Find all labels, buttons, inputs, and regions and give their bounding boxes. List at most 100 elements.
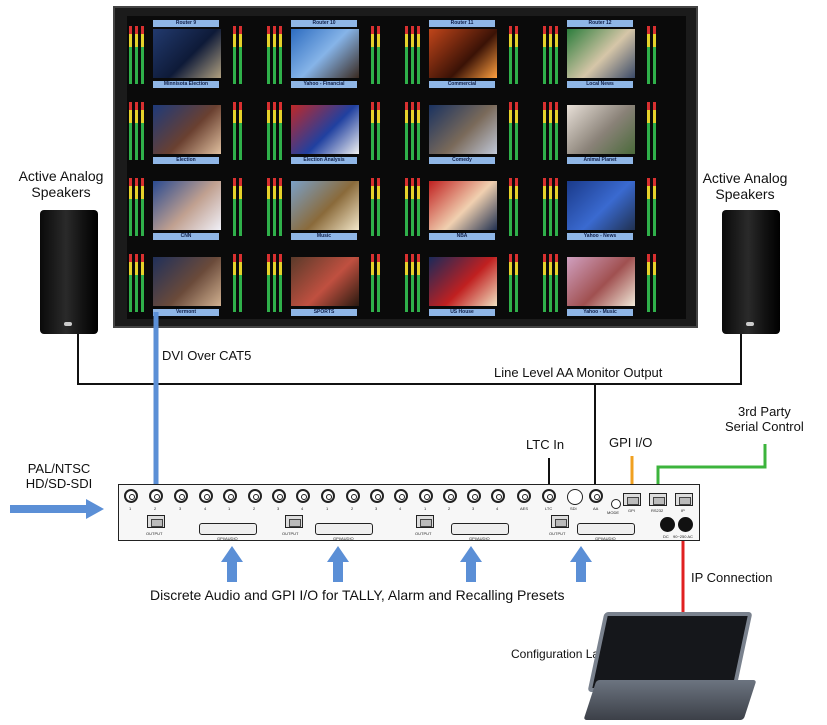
ltc-connector	[542, 489, 556, 503]
ltc-in-label: LTC In	[526, 437, 565, 452]
bnc-input-number: 3	[179, 506, 182, 511]
gpi-io-label: GPI I/O	[609, 435, 653, 450]
video-thumbnail	[567, 29, 635, 78]
tile-bottom-label: Comedy	[429, 157, 495, 164]
sdi-connector	[567, 489, 583, 505]
audio-meter	[653, 254, 656, 312]
audio-meter	[647, 254, 650, 312]
left-speaker-label-line1: Active Analog	[18, 168, 104, 184]
bnc-input-number: 2	[253, 506, 256, 511]
audio-meter	[377, 254, 380, 312]
audio-meter	[141, 254, 144, 312]
video-tile: Vermont	[127, 248, 263, 322]
audio-meter	[267, 26, 270, 84]
bnc-input-number: 2	[154, 506, 157, 511]
video-tile: Music	[265, 172, 401, 246]
gpi-audio-connector-3	[451, 523, 509, 535]
bnc-input-connector	[394, 489, 408, 503]
tile-bottom-label: Yahoo - News	[567, 233, 633, 240]
bnc-input-connector	[443, 489, 457, 503]
bnc-input-number: 1	[424, 506, 427, 511]
router-rear-panel: OUTPUT GPI/AUDIO OUTPUT GPI/AUDIO OUTPUT…	[118, 484, 700, 541]
audio-meter	[371, 102, 374, 160]
audio-meter	[141, 26, 144, 84]
gpi-audio-label-1: GPI/AUDIO	[217, 536, 238, 541]
audio-meter	[509, 26, 512, 84]
video-tile: US House	[403, 248, 539, 322]
bnc-input-number: 3	[375, 506, 378, 511]
audio-meter	[405, 26, 408, 84]
tile-top-label: Router 9	[153, 20, 219, 27]
bnc-input-connector	[370, 489, 384, 503]
output-port-4	[551, 515, 569, 528]
bnc-input-connector	[149, 489, 163, 503]
ltc-label: LTC	[545, 506, 553, 511]
video-thumbnail	[153, 181, 221, 230]
audio-meter	[411, 254, 414, 312]
audio-meter	[411, 178, 414, 236]
tile-bottom-label: Commercial	[429, 81, 495, 88]
gpi-port	[623, 493, 641, 506]
left-speaker-icon	[40, 210, 98, 334]
third-party-label-line1: 3rd Party	[738, 404, 791, 419]
audio-meter	[543, 254, 546, 312]
audio-meter	[239, 254, 242, 312]
audio-meter	[405, 178, 408, 236]
audio-meter	[555, 254, 558, 312]
tile-bottom-label: US House	[429, 309, 495, 316]
audio-meter	[371, 26, 374, 84]
dvi-label: DVI Over CAT5	[162, 348, 252, 363]
input-label: PAL/NTSC HD/SD-SDI	[18, 461, 100, 492]
video-thumbnail	[567, 181, 635, 230]
mode-button[interactable]	[611, 499, 621, 509]
discrete-audio-label: Discrete Audio and GPI I/O for TALLY, Al…	[150, 587, 565, 603]
bnc-input-number: 3	[277, 506, 280, 511]
bnc-input-connector	[199, 489, 213, 503]
video-thumbnail	[567, 105, 635, 154]
audio-meter	[267, 254, 270, 312]
bnc-input-connector	[272, 489, 286, 503]
audio-meter	[653, 26, 656, 84]
audio-meter	[233, 102, 236, 160]
video-tile: Yahoo - News	[541, 172, 677, 246]
gpi-audio-label-2: GPI/AUDIO	[333, 536, 354, 541]
rs232-port	[649, 493, 667, 506]
gpi-audio-arrows	[221, 546, 592, 582]
audio-meter	[239, 26, 242, 84]
dc-power-connector	[660, 517, 675, 532]
dc-label: DC	[663, 534, 669, 539]
bnc-input-number: 4	[204, 506, 207, 511]
audio-meter	[239, 178, 242, 236]
audio-meter	[509, 254, 512, 312]
audio-meter	[377, 178, 380, 236]
tile-bottom-label: SPORTS	[291, 309, 357, 316]
video-thumbnail	[429, 257, 497, 306]
output-port-3	[416, 515, 434, 528]
audio-meter	[279, 178, 282, 236]
tile-bottom-label: Animal Planet	[567, 157, 633, 164]
output-port-2	[285, 515, 303, 528]
audio-meter	[273, 254, 276, 312]
audio-meter	[135, 102, 138, 160]
video-thumbnail	[429, 105, 497, 154]
right-speaker-icon	[722, 210, 780, 334]
audio-meter	[417, 254, 420, 312]
ip-connection-label: IP Connection	[691, 570, 773, 585]
audio-meter	[411, 102, 414, 160]
ac-power-connector	[678, 517, 693, 532]
audio-meter	[135, 254, 138, 312]
bnc-input-number: 2	[351, 506, 354, 511]
audio-meter	[509, 102, 512, 160]
speaker-line	[77, 334, 742, 385]
tile-bottom-label: Local News	[567, 81, 633, 88]
audio-meter	[405, 102, 408, 160]
third-party-label-line2: Serial Control	[725, 418, 804, 434]
output-label-4: OUTPUT	[549, 531, 566, 536]
gpi-audio-connector-1	[199, 523, 257, 535]
tile-top-label: Router 12	[567, 20, 633, 27]
audio-meter	[371, 178, 374, 236]
audio-meter	[141, 178, 144, 236]
